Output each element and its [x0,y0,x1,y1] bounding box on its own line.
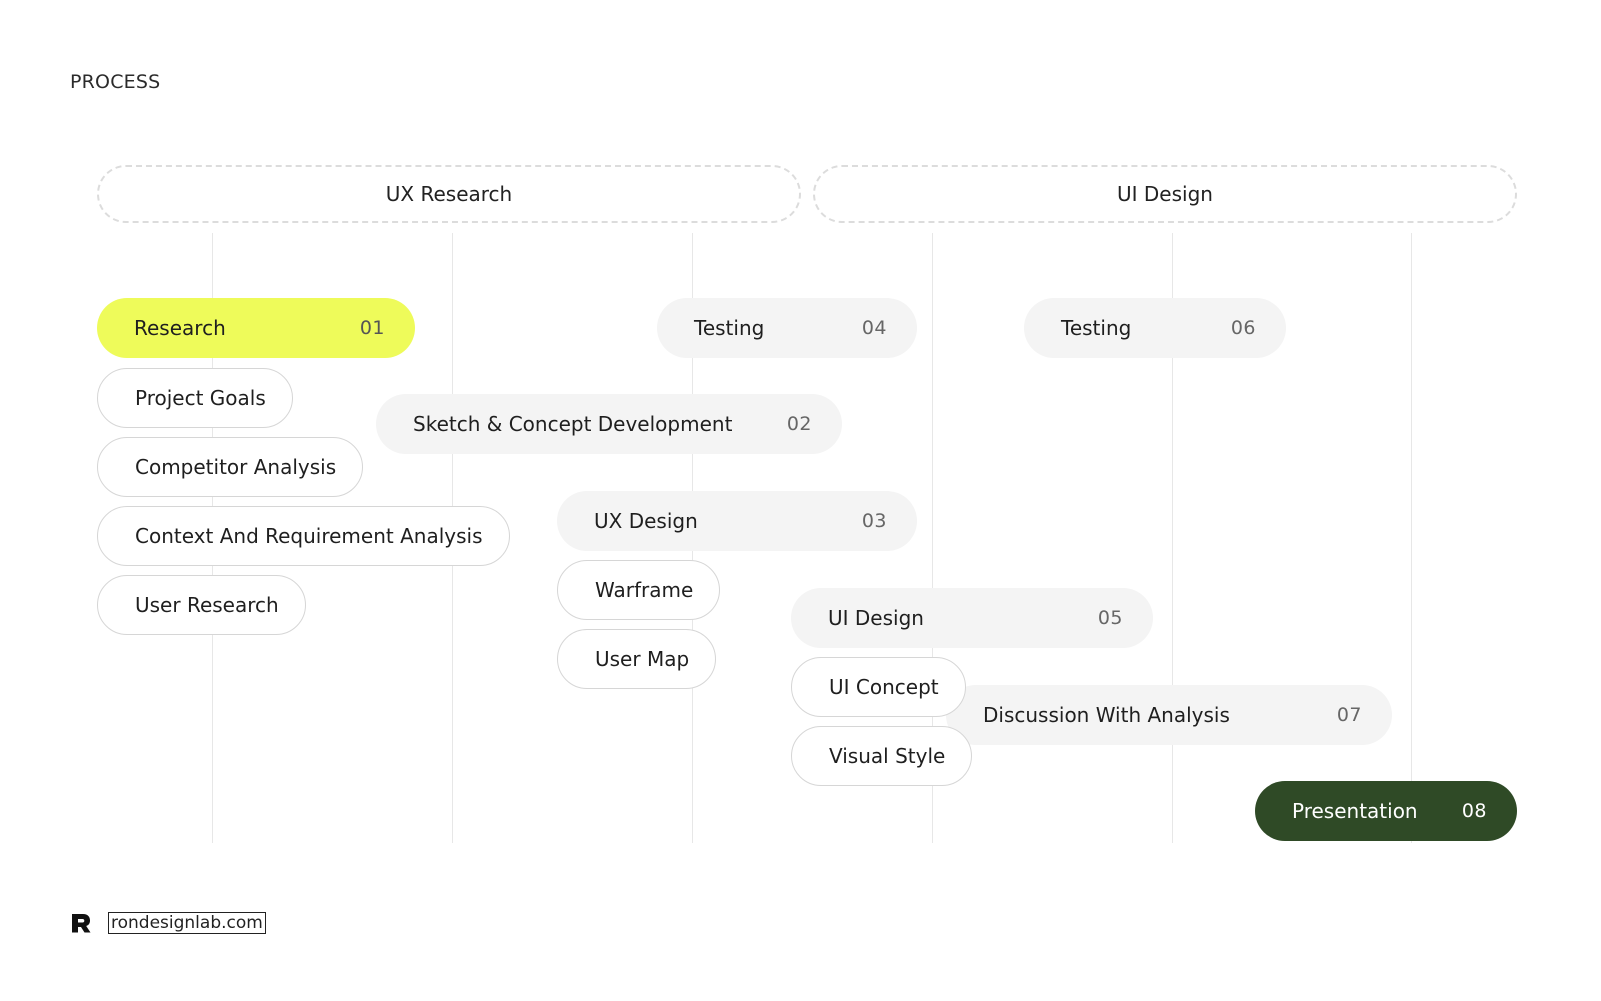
subitem-ui-concept[interactable]: UI Concept [791,657,966,717]
subitem-visual-style[interactable]: Visual Style [791,726,973,786]
step-number: 04 [861,317,887,339]
step-label: UI Design [828,606,924,630]
r-logo-icon [72,914,91,933]
step-ux-design[interactable]: UX Design 03 [557,491,917,551]
step-label: Sketch & Concept Development [413,412,733,436]
step-number: 05 [1097,607,1123,629]
step-label: Presentation [1292,799,1418,823]
step-label: Testing [1061,316,1132,340]
step-number: 03 [861,510,887,532]
step-label: Testing [694,316,765,340]
step-number: 02 [786,413,812,435]
grid-line [1172,233,1173,843]
step-number: 01 [359,317,385,339]
step-label: Discussion With Analysis [983,703,1230,727]
footer: rondesignlab.com [70,912,266,934]
step-number: 07 [1336,704,1362,726]
step-number: 06 [1230,317,1256,339]
step-presentation[interactable]: Presentation 08 [1255,781,1517,841]
step-label: Research [134,316,226,340]
subitem-context-requirement[interactable]: Context And Requirement Analysis [97,506,510,566]
step-discussion[interactable]: Discussion With Analysis 07 [946,685,1392,745]
grid-line [932,233,933,843]
grid-line [1411,233,1412,843]
phase-ux-research: UX Research [97,165,801,223]
step-label: UX Design [594,509,698,533]
subitem-warframe[interactable]: Warframe [557,560,721,620]
section-label: PROCESS [70,71,161,93]
subitem-user-map[interactable]: User Map [557,629,717,689]
subitem-user-research[interactable]: User Research [97,575,306,635]
step-sketch-concept[interactable]: Sketch & Concept Development 02 [376,394,842,454]
step-research[interactable]: Research 01 [97,298,415,358]
website-link[interactable]: rondesignlab.com [108,912,266,934]
step-testing-06[interactable]: Testing 06 [1024,298,1286,358]
phase-ui-design: UI Design [813,165,1517,223]
step-testing-04[interactable]: Testing 04 [657,298,917,358]
step-number: 08 [1461,800,1487,822]
subitem-competitor-analysis[interactable]: Competitor Analysis [97,437,364,497]
subitem-project-goals[interactable]: Project Goals [97,368,293,428]
step-ui-design[interactable]: UI Design 05 [791,588,1153,648]
